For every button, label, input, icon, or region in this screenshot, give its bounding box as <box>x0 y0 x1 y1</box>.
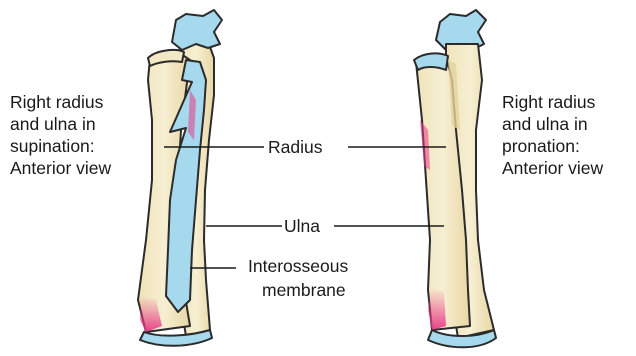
supination-caption-line-4: Anterior view <box>10 158 112 178</box>
pronation-caption-line-3: pronation: <box>502 136 580 156</box>
pronation-caption-line-2: and ulna in <box>502 114 588 134</box>
supination-caption-line-1: Right radius <box>10 92 104 112</box>
supination-caption-line-2: and ulna in <box>10 114 96 134</box>
pronation-caption: Right radius and ulna in pronation: Ante… <box>502 92 604 178</box>
interosseous-label-line-1: Interosseous <box>248 256 348 276</box>
pronation-caption-line-4: Anterior view <box>502 158 604 178</box>
pronation-radius-head <box>414 53 448 70</box>
supination-bones <box>138 10 222 346</box>
supination-distal-cartilage <box>140 330 212 346</box>
supination-caption-line-3: supination: <box>10 136 95 156</box>
interosseous-label-line-2: membrane <box>262 280 346 300</box>
ulna-label: Ulna <box>284 216 320 236</box>
pronation-bones <box>414 10 496 347</box>
supination-ulna-olecranon <box>172 10 222 50</box>
radius-label: Radius <box>268 137 323 157</box>
supination-caption: Right radius and ulna in supination: Ant… <box>10 92 112 178</box>
pronation-caption-line-1: Right radius <box>502 92 596 112</box>
